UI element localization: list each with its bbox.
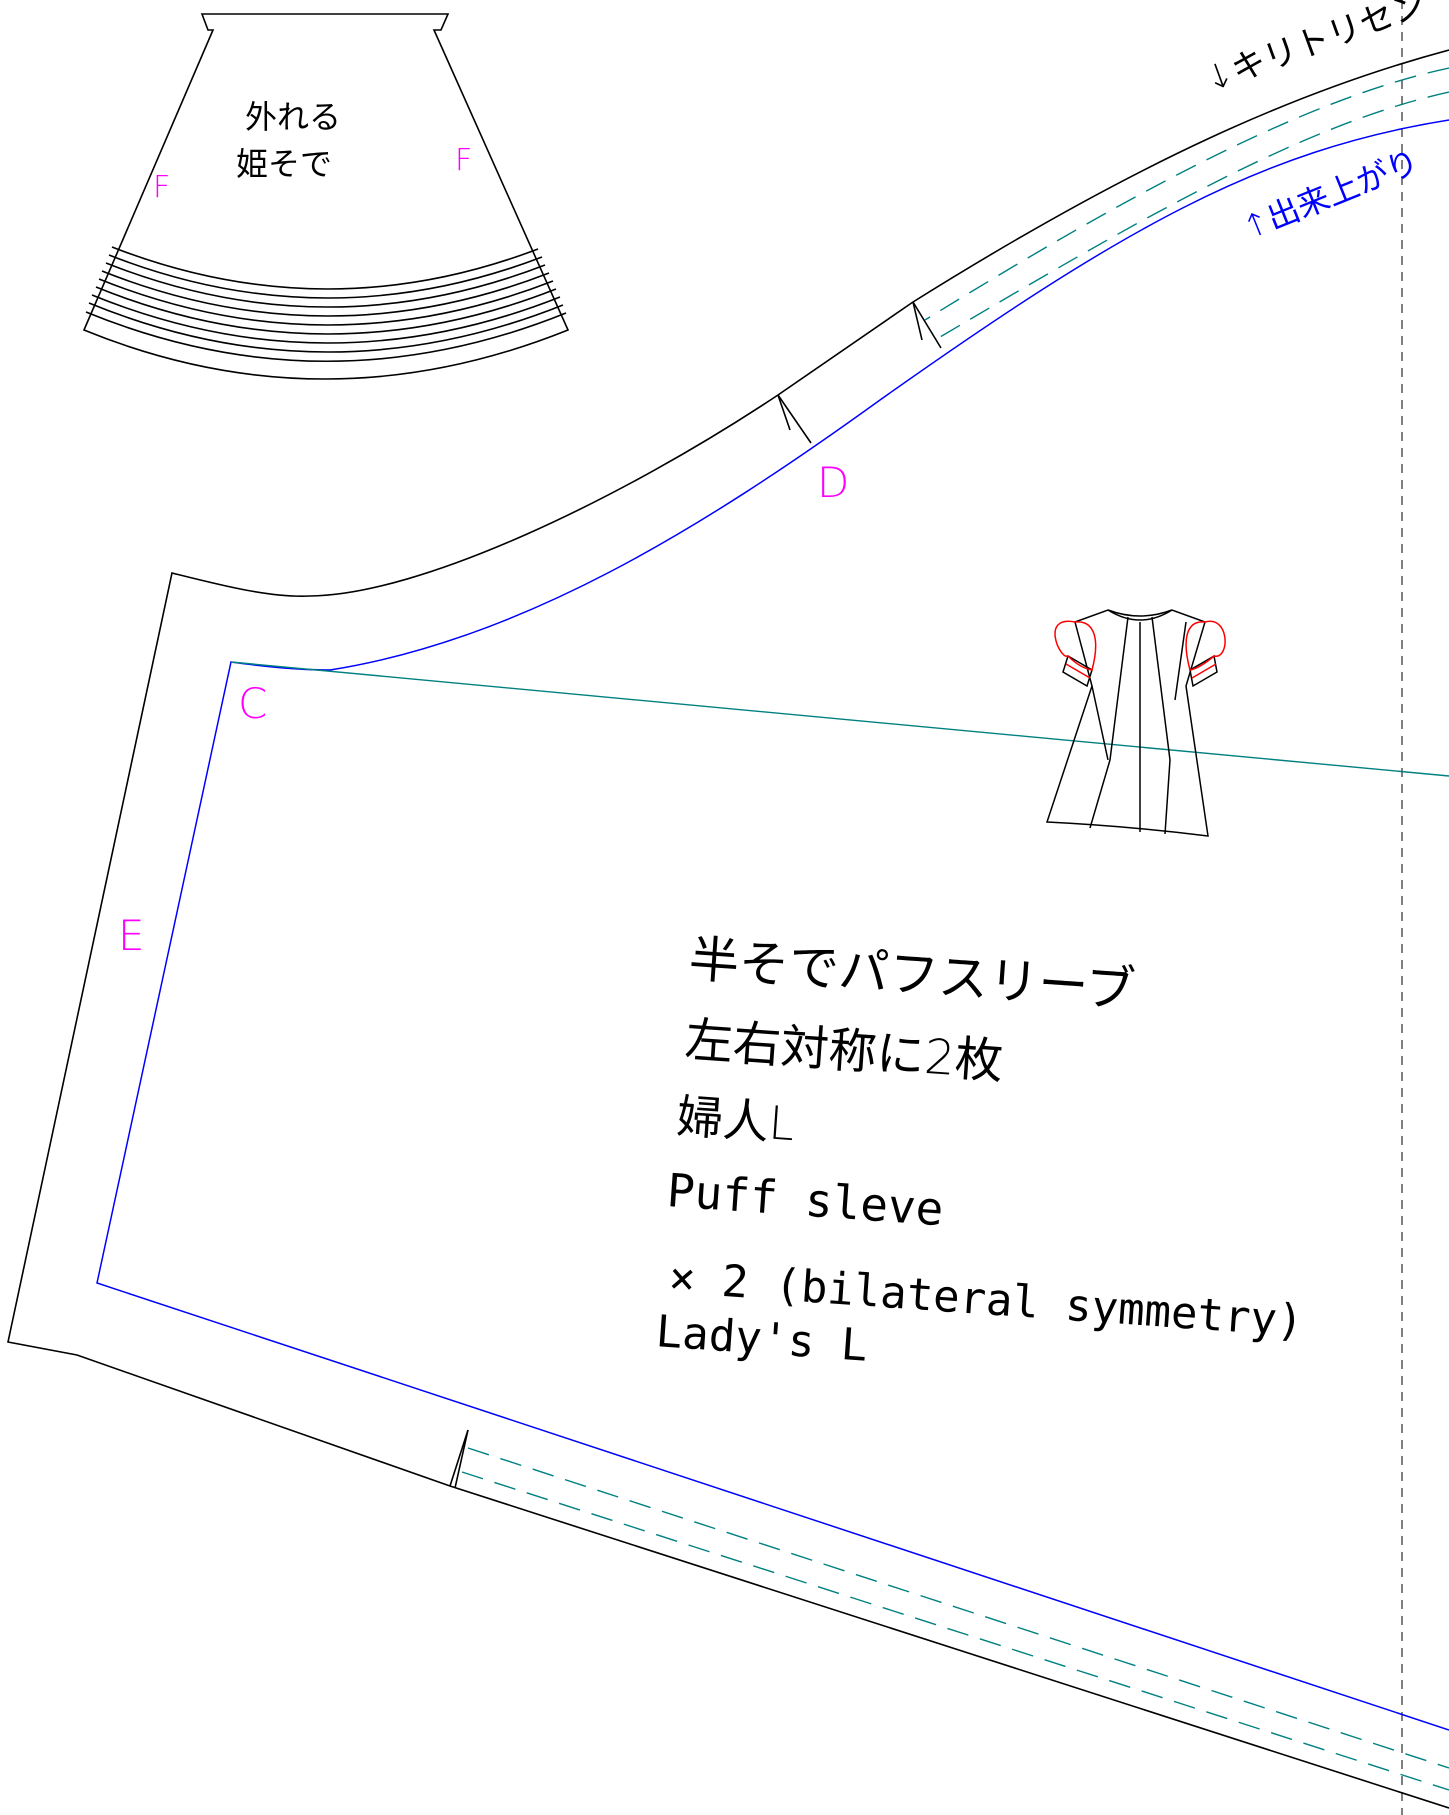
sleeve-title-line1: 外れる <box>245 98 341 136</box>
sleeve-mark-right: F <box>455 143 472 178</box>
cap-reference-line <box>230 661 1449 777</box>
finish-line <box>96 119 1449 1731</box>
note-en-line1: Puff sleve <box>665 1163 945 1236</box>
detachable-sleeve-piece <box>82 13 570 380</box>
cut-outline <box>7 49 1449 1809</box>
note-ja-line2: 左右対称に2枚 <box>683 1012 1005 1090</box>
notch-marks <box>449 301 942 1489</box>
finish-line-label: ↑出来上がり <box>1237 142 1424 247</box>
note-ja-line3: 婦人L <box>675 1089 796 1151</box>
dress-illustration <box>1045 609 1226 837</box>
note-en-line3: Lady's L <box>654 1306 869 1372</box>
stitch-lines <box>461 67 1449 1791</box>
cut-line-label: ↓キリトリセン <box>1199 0 1431 100</box>
sleeve-title-line2: 姫そで <box>236 145 332 183</box>
sleeve-mark-left: F <box>153 170 170 205</box>
point-c-label: C <box>238 679 267 728</box>
point-d-label: D <box>817 458 849 507</box>
dress-puff-sleeves <box>1054 620 1226 679</box>
point-e-label: E <box>118 911 145 960</box>
note-ja-line1: 半そでパフスリーブ <box>687 930 1137 1019</box>
